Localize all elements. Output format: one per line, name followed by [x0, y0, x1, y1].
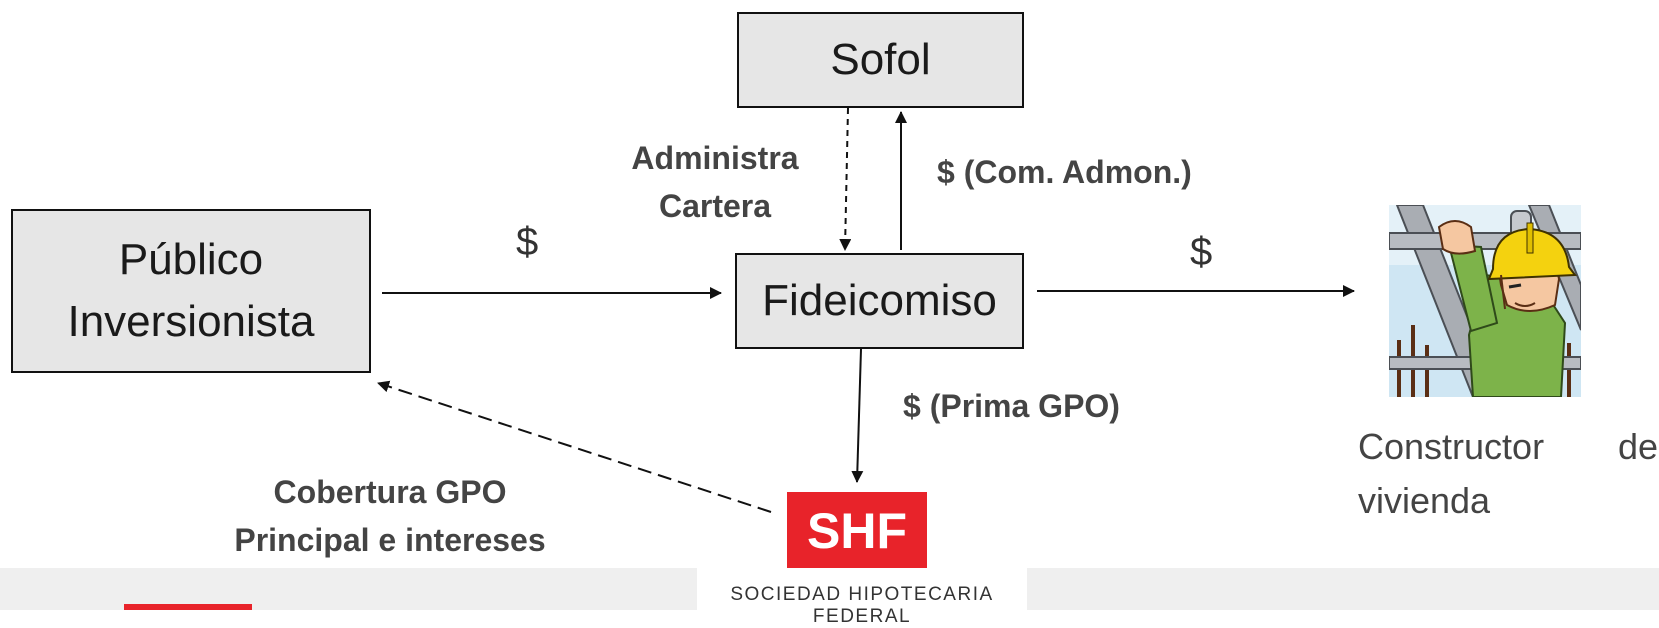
fideicomiso-label: Fideicomiso	[762, 276, 997, 325]
publico-label: Público Inversionista	[67, 229, 314, 352]
footer-accent-tab	[124, 604, 252, 610]
cobertura-line2: Principal e intereses	[234, 522, 546, 558]
cobertura-gpo-label: Cobertura GPO Principal e intereses	[205, 468, 575, 564]
com-admon-label: $ (Com. Admon.)	[937, 154, 1192, 190]
constructor-line1: Constructor de	[1358, 426, 1658, 467]
arrow-cobertura-gpo	[377, 380, 772, 513]
shf-logo-icon: SHF	[787, 492, 927, 568]
constructor-label: Constructor de vivienda	[1358, 420, 1658, 528]
shf-organization-name: SOCIEDAD HIPOTECARIA FEDERAL	[730, 584, 994, 627]
publico-label-line2: Inversionista	[67, 297, 315, 346]
prima-gpo-label: $ (Prima GPO)	[903, 388, 1120, 424]
shf-logo-text: SHF	[807, 503, 907, 559]
arrow-administra-cartera	[839, 107, 852, 251]
publico-inversionista-box: Público Inversionista	[11, 209, 371, 373]
administra-cartera-label: Administra Cartera	[620, 134, 810, 230]
sofol-box: Sofol	[737, 12, 1024, 108]
shf-logo-mark	[787, 492, 927, 568]
sofol-label: Sofol	[830, 35, 931, 84]
construction-worker-icon	[1389, 205, 1581, 397]
publico-label-line1: Público	[118, 235, 264, 285]
dollar-publico-label: $	[516, 220, 539, 264]
constructor-line2: vivienda	[1358, 480, 1491, 521]
cobertura-line1: Cobertura GPO	[273, 474, 507, 510]
fideicomiso-box: Fideicomiso	[735, 253, 1024, 349]
administra-line1: Administra	[631, 140, 799, 176]
connector-layer	[377, 107, 1355, 513]
dollar-constructor-label: $	[1190, 230, 1213, 274]
administra-line2: Cartera	[658, 188, 772, 224]
arrow-prima-gpo	[851, 348, 864, 483]
